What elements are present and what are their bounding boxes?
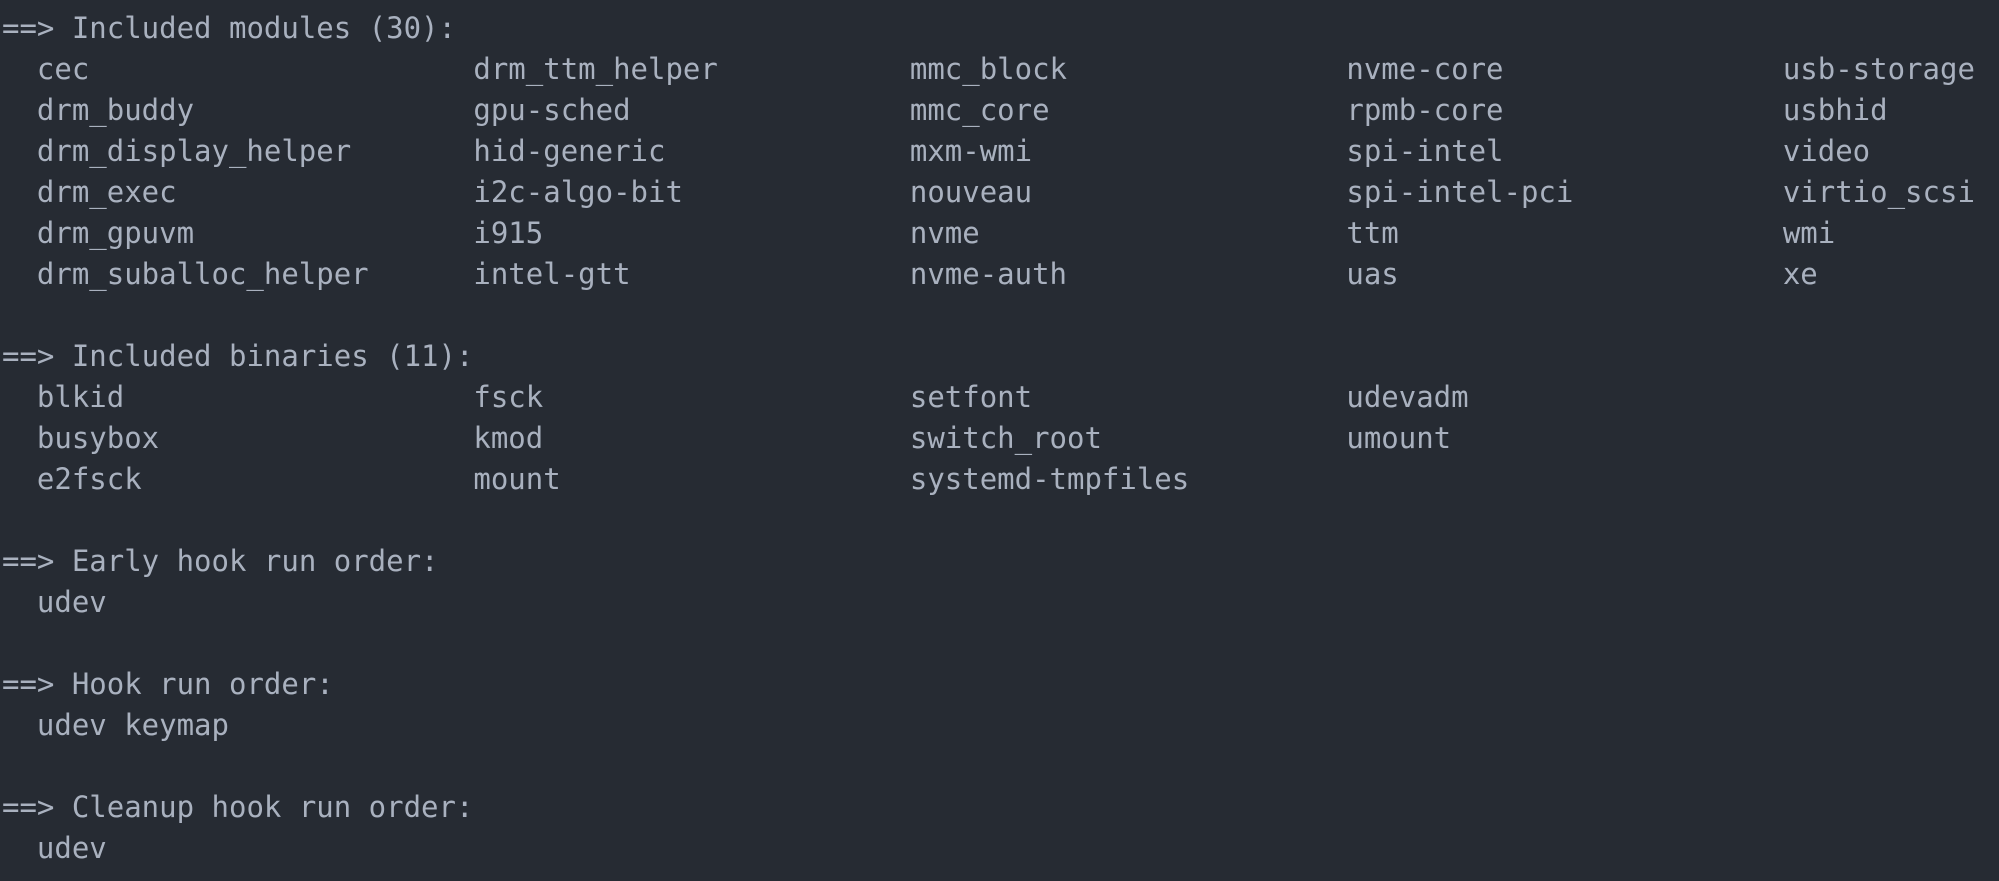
module-name: rpmb-core — [1346, 93, 1504, 127]
binary-name: mount — [473, 462, 561, 496]
module-name: ttm — [1346, 216, 1399, 250]
prompt-arrow-icon: ==> — [2, 790, 55, 824]
prompt-arrow-icon: ==> — [2, 544, 55, 578]
hook-name: keymap — [124, 708, 229, 742]
section-header-included-binaries: ==> Included binaries (11): — [2, 336, 1999, 377]
blank-line — [2, 295, 1999, 336]
module-name: gpu-sched — [473, 93, 631, 127]
binary-name: switch_root — [909, 421, 1102, 455]
binary-name: busybox — [36, 421, 160, 455]
module-name: spi-intel — [1346, 134, 1504, 168]
module-row: drm_exec i2c-algo-bit nouveau spi-intel-pci… — [2, 172, 1999, 213]
module-name: hid-generic — [473, 134, 666, 168]
module-name: drm_ttm_helper — [473, 52, 718, 86]
prompt-arrow-icon: ==> — [2, 667, 55, 701]
prompt-arrow-icon: ==> — [2, 11, 55, 45]
binary-row: e2fsck mount systemd-tmpfiles — [2, 459, 1999, 500]
module-row: drm_buddy gpu-sched mmc_core rpmb-core usbhi… — [2, 90, 1999, 131]
module-name: mxm-wmi — [909, 134, 1033, 168]
blank-line — [2, 623, 1999, 664]
binary-name: udevadm — [1346, 380, 1469, 414]
section-title-included-binaries: Included binaries (11): — [71, 339, 474, 373]
section-title-cleanup-hooks: Cleanup hook run order: — [71, 790, 474, 824]
module-row: cec drm_ttm_helper mmc_block nvme-core usb-s… — [2, 49, 1999, 90]
binary-row: busybox kmod switch_root umount — [2, 418, 1999, 459]
module-name: i915 — [473, 216, 544, 250]
module-name: mmc_core — [909, 93, 1050, 127]
module-name: nvme-core — [1346, 52, 1504, 86]
section-title-early-hooks: Early hook run order: — [71, 544, 439, 578]
module-name: drm_gpuvm — [36, 216, 195, 250]
blank-line — [2, 746, 1999, 787]
section-header-cleanup-hooks: ==> Cleanup hook run order: — [2, 787, 1999, 828]
module-name: usb-storage — [1782, 52, 1975, 86]
blank-line — [2, 500, 1999, 541]
binary-name: umount — [1346, 421, 1452, 455]
module-name: spi-intel-pci — [1346, 175, 1574, 209]
binary-name: fsck — [473, 380, 544, 414]
module-name: i2c-algo-bit — [473, 175, 683, 209]
module-name: uas — [1346, 257, 1399, 291]
module-name: drm_exec — [36, 175, 177, 209]
module-name: nvme — [909, 216, 980, 250]
module-name: wmi — [1782, 216, 1836, 250]
module-name: mmc_block — [909, 52, 1068, 86]
module-name: drm_suballoc_helper — [36, 257, 369, 291]
module-row: drm_suballoc_helper intel-gtt nvme-auth uas… — [2, 254, 1999, 295]
module-name: virtio_scsi — [1782, 175, 1975, 209]
module-row: drm_display_helper hid-generic mxm-wmi spi-… — [2, 131, 1999, 172]
module-name: video — [1782, 134, 1871, 168]
binary-name: setfont — [909, 380, 1033, 414]
module-name: usbhid — [1782, 93, 1888, 127]
module-name: intel-gtt — [473, 257, 631, 291]
module-name: drm_buddy — [36, 93, 195, 127]
section-title-included-modules: Included modules (30): — [71, 11, 456, 45]
hook-name: udev — [36, 708, 107, 742]
module-name: nouveau — [909, 175, 1033, 209]
section-header-hooks: ==> Hook run order: — [2, 664, 1999, 705]
prompt-arrow-icon: ==> — [2, 339, 55, 373]
module-name: xe — [1782, 257, 1818, 291]
binary-name: kmod — [473, 421, 544, 455]
module-name: nvme-auth — [909, 257, 1068, 291]
module-name: drm_display_helper — [36, 134, 352, 168]
section-header-included-modules: ==> Included modules (30): — [2, 8, 1999, 49]
hook-row: udev keymap — [2, 705, 1999, 746]
module-row: drm_gpuvm i915 nvme ttm wmi — [2, 213, 1999, 254]
section-header-early-hooks: ==> Early hook run order: — [2, 541, 1999, 582]
binary-name: systemd-tmpfiles — [909, 462, 1190, 496]
section-title-hooks: Hook run order: — [71, 667, 334, 701]
module-name: cec — [36, 52, 90, 86]
early-hook-row: udev — [2, 582, 1999, 623]
binary-row: blkid fsck setfont udevadm — [2, 377, 1999, 418]
binary-name: blkid — [36, 380, 125, 414]
cleanup-hook-row: udev — [2, 828, 1999, 869]
binary-name: e2fsck — [36, 462, 142, 496]
hook-name: udev — [36, 831, 107, 865]
hook-name: udev — [36, 585, 107, 619]
